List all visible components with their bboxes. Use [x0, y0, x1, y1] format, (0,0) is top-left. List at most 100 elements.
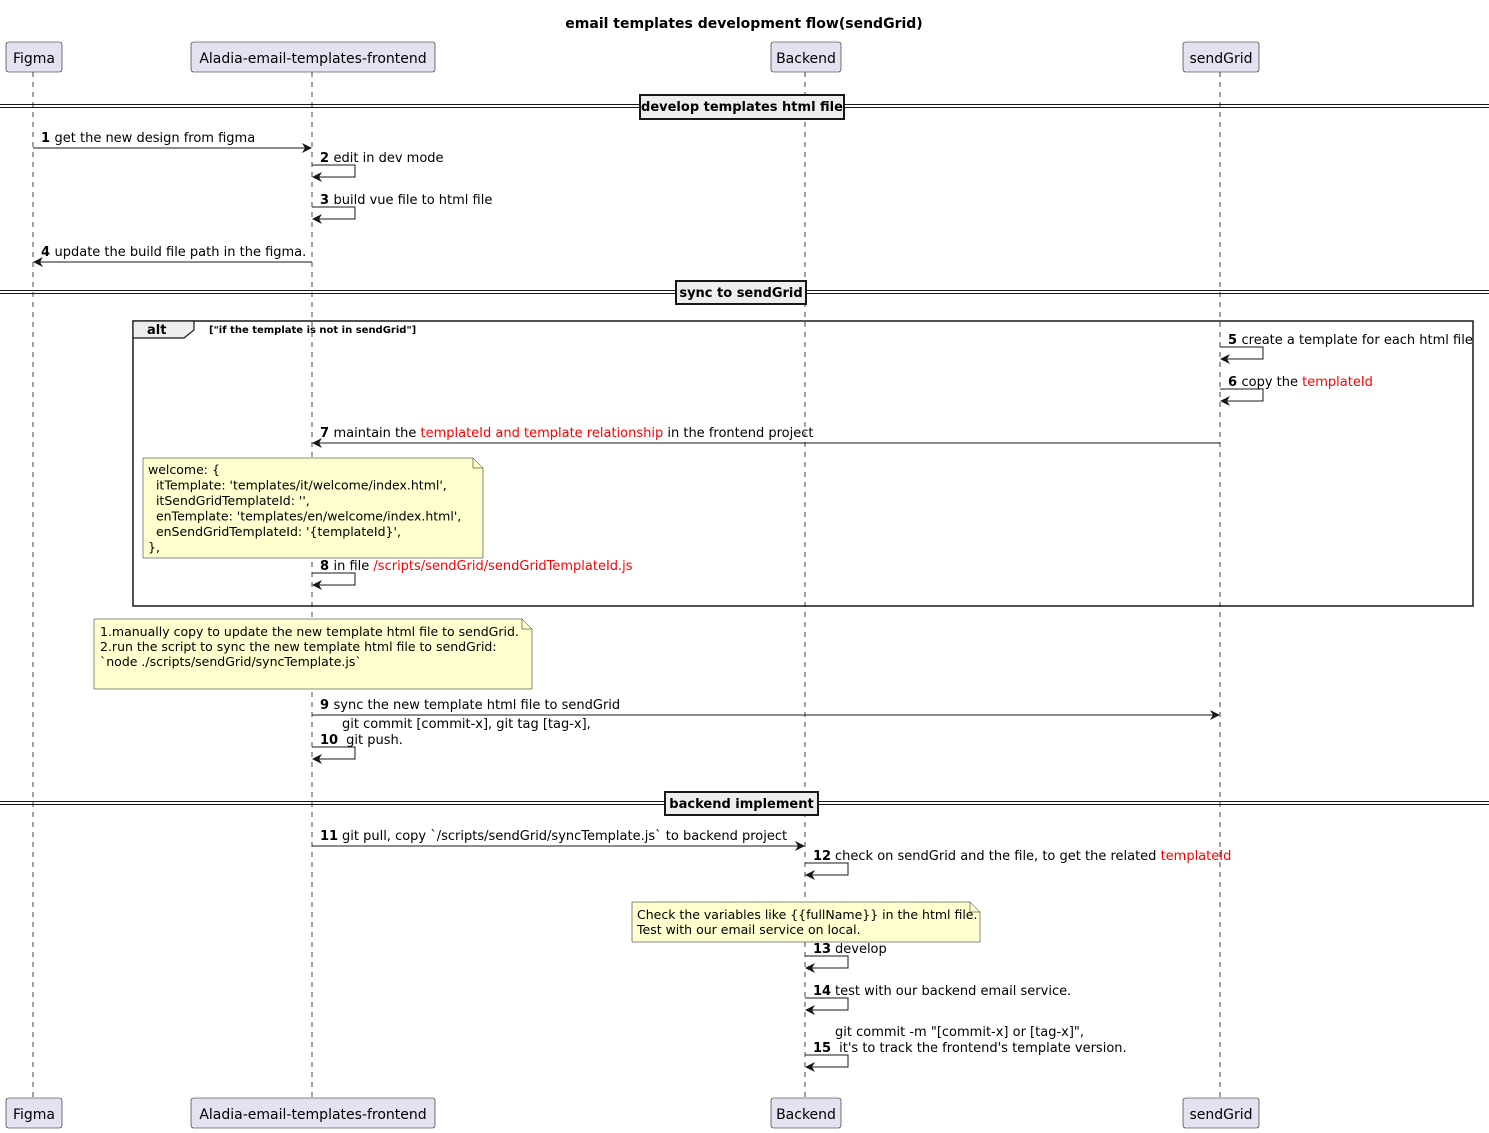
message-number-1: 1: [41, 131, 50, 146]
message-text: in file: [334, 559, 374, 574]
message-number-12: 12: [813, 849, 831, 864]
message-arrow-10: [312, 746, 356, 764]
participant-label-sendgrid: sendGrid: [1189, 51, 1252, 67]
message-text: build vue file to html file: [334, 193, 493, 208]
message-text: create a template for each html file: [1242, 333, 1473, 348]
participant-box-figma: [5, 41, 63, 73]
participant-box-frontend: [190, 1097, 436, 1129]
message-arrow-2: [312, 164, 356, 182]
section-label-develop: develop templates html file: [641, 100, 843, 115]
participant-label-frontend: Aladia-email-templates-frontend: [199, 1107, 426, 1123]
message-label-9: sync the new template html file to sendG…: [334, 698, 621, 713]
diagram-title: email templates development flow(sendGri…: [565, 16, 922, 32]
message-number-3: 3: [320, 193, 329, 208]
message-label-14: test with our backend email service.: [835, 984, 1071, 999]
message-text: edit in dev mode: [334, 151, 444, 166]
participant-label-backend: Backend: [776, 1107, 836, 1123]
message-number-7: 7: [320, 426, 329, 441]
note-check-line: Test with our email service on local.: [636, 922, 861, 937]
message-label-12: check on sendGrid and the file, to get t…: [835, 849, 1231, 864]
alt-fragment: [132, 320, 1474, 607]
participant-label-sendgrid: sendGrid: [1189, 1107, 1252, 1123]
note-welcome-line: },: [148, 540, 160, 555]
alt-fragment-tab: [132, 320, 195, 339]
participant-label-figma: Figma: [13, 1107, 55, 1123]
message-arrow-13: [805, 955, 849, 973]
section-divider-box: [639, 94, 845, 120]
note-sync-line: 2.run the script to sync the new templat…: [100, 639, 497, 654]
message-label-11: git pull, copy `/scripts/sendGrid/syncTe…: [342, 829, 787, 844]
message-number-4: 4: [41, 245, 50, 260]
message-text: get the new design from figma: [55, 131, 256, 146]
message-number-14: 14: [813, 984, 831, 999]
section-label-backend-impl: backend implement: [669, 797, 813, 812]
message-label-2: edit in dev mode: [334, 151, 444, 166]
note-welcome-line: enSendGridTemplateId: '{templateId}',: [148, 524, 401, 539]
note-check-line: Check the variables like {{fullName}} in…: [637, 907, 977, 922]
message-arrow-12: [805, 862, 849, 880]
message-number-5: 5: [1228, 333, 1237, 348]
message-text: in the frontend project: [663, 426, 813, 441]
participant-box-backend: [770, 1097, 842, 1129]
message-number-10: 10: [320, 733, 338, 748]
note-check: [631, 901, 981, 943]
message-arrow-3: [312, 206, 356, 224]
participant-box-frontend: [190, 41, 436, 73]
message-text: check on sendGrid and the file, to get t…: [835, 849, 1161, 864]
message-highlight: templateId: [1302, 375, 1373, 390]
message-label-10: git push.: [342, 733, 403, 748]
message-number-2: 2: [320, 151, 329, 166]
message-arrow-14: [805, 997, 849, 1015]
participant-box-sendgrid: [1182, 41, 1260, 73]
message-label-3: build vue file to html file: [334, 193, 493, 208]
message-label-15: git commit -m "[commit-x] or [tag-x]",: [835, 1025, 1084, 1040]
message-highlight: /scripts/sendGrid/sendGridTemplateId.js: [373, 559, 632, 574]
message-label-8: in file /scripts/sendGrid/sendGridTempla…: [334, 559, 633, 574]
message-number-6: 6: [1228, 375, 1237, 390]
participant-label-figma: Figma: [13, 51, 55, 67]
note-sync: [93, 618, 533, 690]
message-text: maintain the: [334, 426, 421, 441]
note-welcome-line: enTemplate: 'templates/en/welcome/index.…: [148, 509, 461, 524]
section-label-sync: sync to sendGrid: [679, 286, 802, 301]
participant-box-figma: [5, 1097, 63, 1129]
message-text: update the build file path in the figma.: [55, 245, 307, 260]
alt-guard: ["if the template is not in sendGrid"]: [209, 325, 416, 336]
message-number-11: 11: [320, 829, 338, 844]
message-text: copy the: [1242, 375, 1303, 390]
participant-label-frontend: Aladia-email-templates-frontend: [199, 51, 426, 67]
message-label-13: develop: [835, 942, 887, 957]
participant-box-sendgrid: [1182, 1097, 1260, 1129]
message-number-15: 15: [813, 1041, 831, 1056]
message-text: test with our backend email service.: [835, 984, 1071, 999]
message-label-15: it's to track the frontend's template ve…: [835, 1041, 1127, 1056]
note-welcome-corner: [472, 458, 483, 469]
participant-box-backend: [770, 41, 842, 73]
note-welcome-line: itSendGridTemplateId: '',: [148, 493, 310, 508]
message-label-6: copy the templateId: [1242, 375, 1373, 390]
section-divider-box: [675, 280, 807, 305]
message-label-7: maintain the templateId and template rel…: [334, 426, 814, 441]
alt-keyword: alt: [147, 323, 166, 338]
message-number-8: 8: [320, 559, 329, 574]
note-welcome: [142, 457, 484, 559]
note-sync-corner: [521, 619, 532, 630]
note-welcome-line: itTemplate: 'templates/it/welcome/index.…: [148, 478, 447, 493]
note-welcome-line: welcome: {: [148, 462, 220, 477]
message-number-13: 13: [813, 942, 831, 957]
note-check-corner: [969, 902, 980, 913]
participant-label-backend: Backend: [776, 51, 836, 67]
message-arrow-15: [805, 1054, 849, 1072]
message-highlight: templateId and template relationship: [421, 426, 664, 441]
message-arrow-8: [312, 572, 356, 590]
message-text: develop: [835, 942, 887, 957]
message-arrow-6: [1220, 388, 1264, 406]
message-number-9: 9: [320, 698, 329, 713]
note-sync-line: 1.manually copy to update the new templa…: [100, 624, 519, 639]
message-label-1: get the new design from figma: [55, 131, 256, 146]
message-arrow-5: [1220, 346, 1264, 364]
message-label-5: create a template for each html file: [1242, 333, 1473, 348]
section-divider-box: [664, 791, 819, 816]
